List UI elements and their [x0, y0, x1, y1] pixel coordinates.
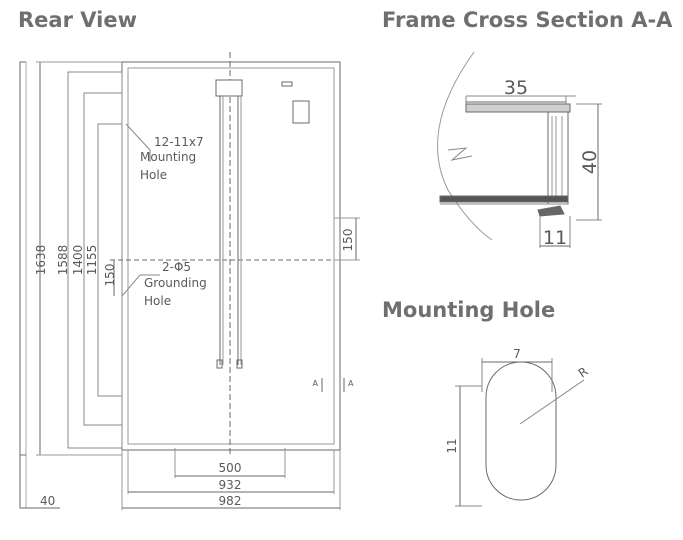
grounding-hole-label-line1: Grounding [144, 276, 207, 290]
dim-label-1400: 1400 [71, 245, 85, 276]
label-plate [292, 100, 310, 124]
section-dim-11: 11 [543, 227, 567, 249]
glass-panel [439, 195, 569, 203]
section-mark-right: A [348, 379, 354, 388]
rear-view-title: Rear View [18, 8, 137, 32]
frame-web [547, 111, 569, 205]
module-inner-frame [127, 67, 335, 445]
dim-label-150-right: 150 [341, 229, 355, 252]
hole-dim-11: 11 [445, 438, 459, 453]
dim-label-500: 500 [219, 461, 242, 475]
break-symbol [447, 147, 473, 161]
hole-dim-7: 7 [513, 347, 521, 361]
junction-box [215, 79, 243, 97]
hole-radius-label: R [576, 364, 591, 380]
frame-foot [537, 205, 565, 217]
slot-outline [485, 361, 557, 501]
mounting-hole-spec: 12-11x7 [154, 135, 204, 149]
section-dim-35: 35 [504, 77, 528, 99]
mounting-hole-title: Mounting Hole [382, 298, 556, 322]
mounting-hole-label-line2: Hole [140, 168, 167, 182]
dim-label-932: 932 [219, 478, 242, 492]
label-small-mark [281, 81, 293, 87]
dim-label-1155: 1155 [85, 245, 99, 276]
radius-leader [519, 379, 585, 425]
dim-label-40: 40 [40, 494, 55, 508]
break-arc [437, 51, 493, 241]
grounding-hole-label-line2: Hole [144, 294, 171, 308]
section-dim-40: 40 [579, 150, 601, 174]
side-frame-profile [19, 61, 27, 509]
mounting-hole-leader [125, 123, 151, 162]
grounding-hole-spec: 2-Φ5 [162, 260, 191, 274]
section-mark-left: A [313, 379, 319, 388]
frame-cross-section-title: Frame Cross Section A-A [382, 8, 673, 32]
dim-label-1588: 1588 [56, 245, 70, 276]
grounding-hole-leader [121, 274, 160, 297]
dim-label-150-left: 150 [103, 264, 117, 287]
connector-left [216, 359, 223, 369]
mounting-hole-label-line1: Mounting [140, 150, 196, 164]
frame-top-flange [465, 103, 571, 113]
dim-label-1638: 1638 [34, 245, 48, 276]
connector-right [236, 359, 243, 369]
module-outer-frame [121, 61, 341, 451]
dim-label-982: 982 [219, 494, 242, 508]
